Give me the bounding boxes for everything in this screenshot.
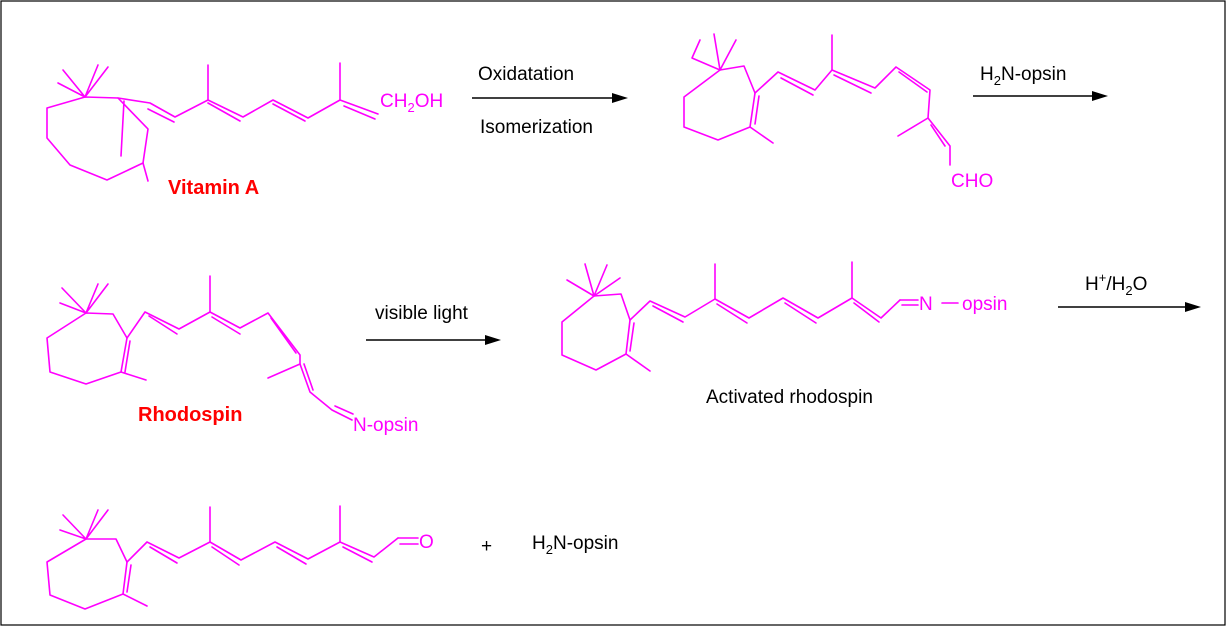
activated-n: N xyxy=(919,294,933,315)
trans-retinal-structure: O xyxy=(46,505,434,610)
arrow-hydrolysis: H+/H2O xyxy=(1058,270,1201,312)
vitamin-a-label: Vitamin A xyxy=(168,177,259,199)
arrow-h2n-opsin: H2N-opsin xyxy=(973,64,1108,101)
vitamin-a-structure: CH2OH Vitamin A xyxy=(46,62,443,199)
trans-retinal-o: O xyxy=(419,532,434,553)
arrow-visible-light: visible light xyxy=(366,303,501,345)
opsin-product: H2N-opsin xyxy=(532,533,618,557)
cis-retinal-structure: CHO xyxy=(683,33,993,192)
activated-opsin: opsin xyxy=(962,294,1007,315)
rhodopsin-label: Rhodospin xyxy=(138,404,242,426)
plus-sign: + xyxy=(481,536,492,557)
vitamin-a-ch2oh: CH2OH xyxy=(380,91,443,115)
vitamin-a-chain xyxy=(117,97,379,119)
cis-retinal-cho: CHO xyxy=(951,171,993,192)
arrow-oxidation: Oxidatation Isomerization xyxy=(472,64,628,138)
arrow3-top-label: visible light xyxy=(375,303,469,324)
activated-rhodopsin-caption: Activated rhodospin xyxy=(706,387,873,408)
rhodopsin-structure: N-opsin Rhodospin xyxy=(46,275,418,436)
rhodopsin-n-opsin: N-opsin xyxy=(353,415,418,436)
arrow2-top-label: H2N-opsin xyxy=(980,64,1066,88)
activated-rhodopsin-structure: N opsin Activated rhodospin xyxy=(561,261,1007,408)
vitamin-a-ring xyxy=(46,96,149,181)
arrow1-bottom-label: Isomerization xyxy=(480,117,593,138)
arrow1-top-label: Oxidatation xyxy=(478,64,574,85)
arrow4-top-label: H+/H2O xyxy=(1085,270,1147,298)
